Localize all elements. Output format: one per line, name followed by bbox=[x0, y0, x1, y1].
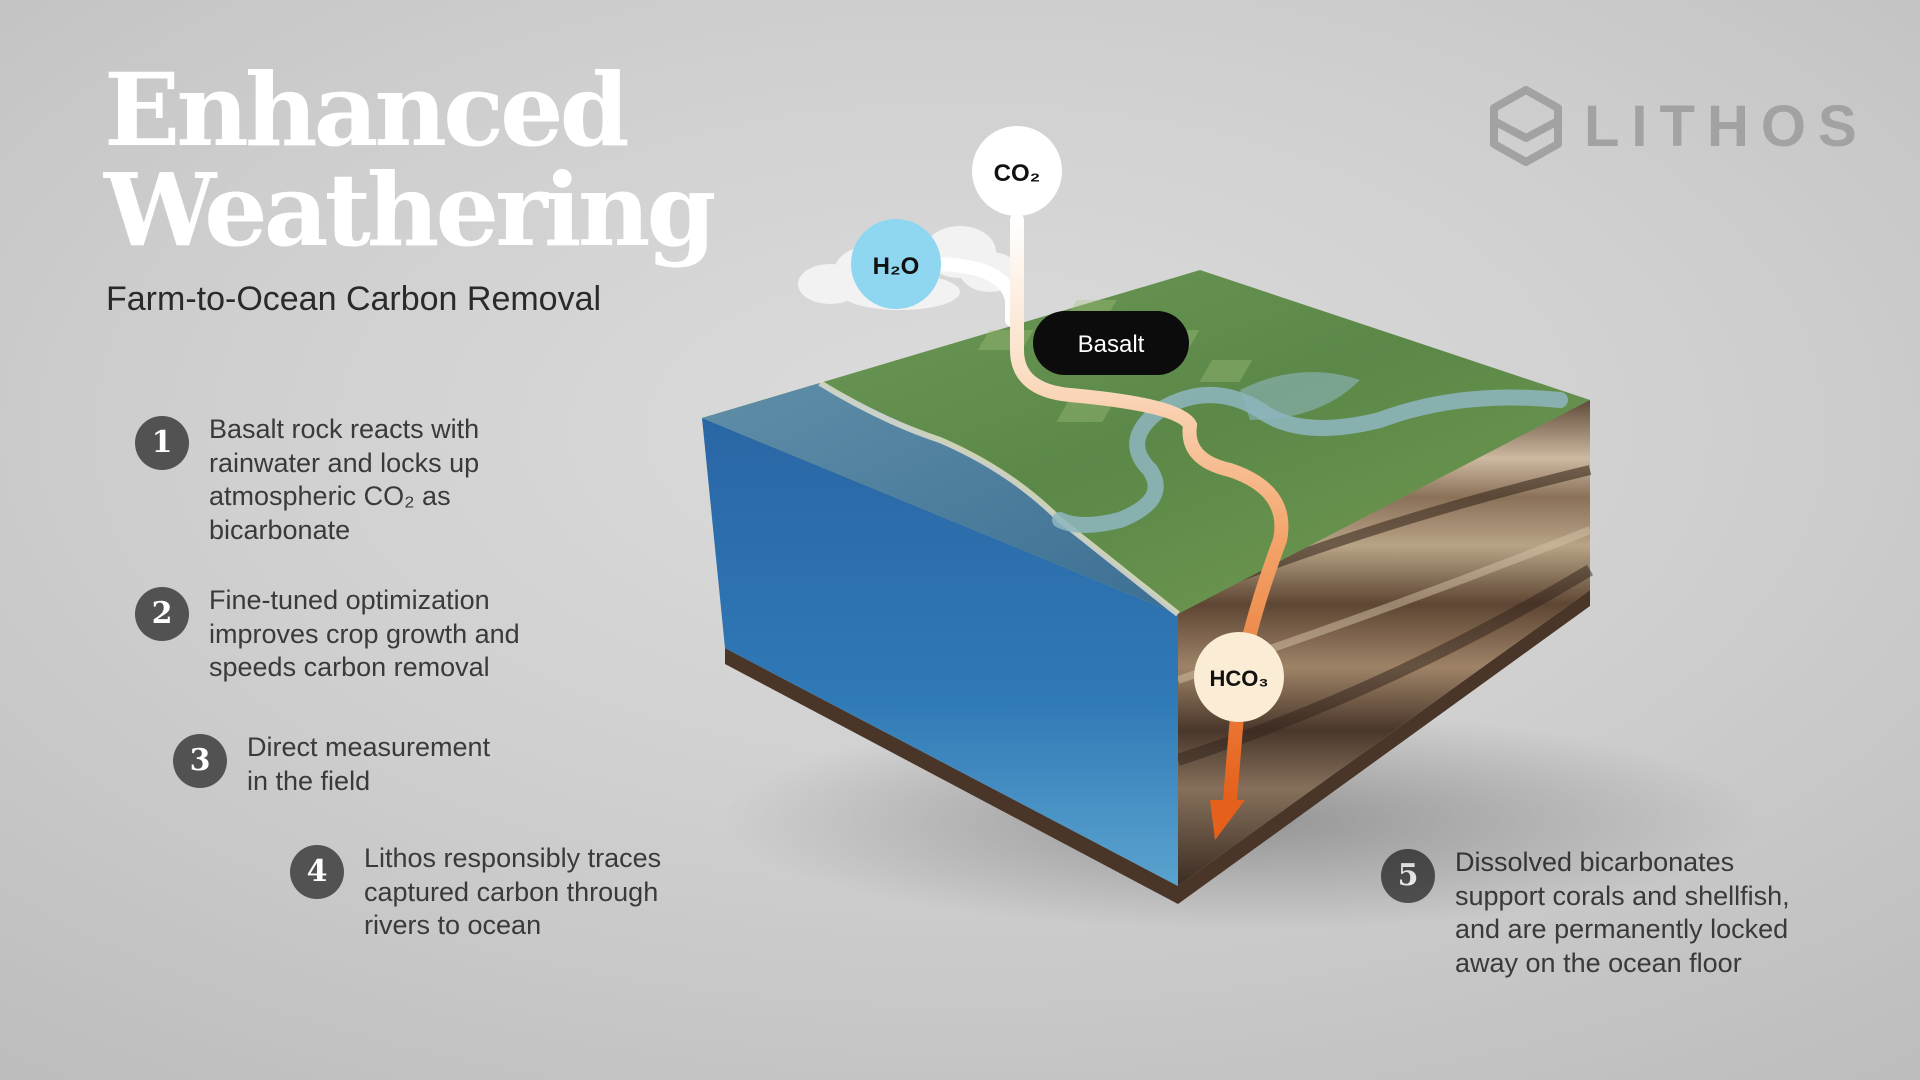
arrow-head bbox=[1210, 800, 1245, 840]
basalt-label: Basalt bbox=[1078, 331, 1145, 358]
co2-label: CO₂ bbox=[994, 160, 1041, 187]
step-2: 2 Fine-tuned optimization improves crop … bbox=[135, 584, 520, 685]
step-1: 1 Basalt rock reacts with rainwater and … bbox=[135, 413, 479, 547]
step-3-text: Direct measurement in the field bbox=[247, 732, 491, 796]
lithos-logo: LITHOS bbox=[1490, 86, 1869, 166]
step-3: 3 Direct measurement in the field bbox=[173, 731, 490, 798]
carbon-flow-arrow bbox=[1010, 213, 1289, 807]
h2o-bubble bbox=[851, 219, 941, 309]
step-4: 4 Lithos responsibly traces captured car… bbox=[290, 842, 661, 943]
block-base bbox=[725, 590, 1590, 904]
hco3-label: HCO₃ bbox=[1209, 666, 1268, 691]
step-1-text: Basalt rock reacts with rainwater and lo… bbox=[209, 414, 480, 545]
hco3-bubble bbox=[1194, 632, 1284, 722]
step-4-badge: 4 bbox=[290, 845, 344, 899]
h2o-label: H₂O bbox=[873, 253, 920, 280]
subtitle: Farm-to-Ocean Carbon Removal bbox=[106, 280, 602, 318]
step-1-badge: 1 bbox=[135, 416, 189, 470]
river-delta bbox=[1240, 372, 1360, 420]
step-2-badge: 2 bbox=[135, 587, 189, 641]
land-surface bbox=[702, 270, 1590, 614]
ocean-surface bbox=[702, 383, 1178, 614]
step-4-text: Lithos responsibly traces captured carbo… bbox=[364, 843, 662, 940]
coastline bbox=[818, 380, 1180, 617]
river bbox=[1052, 387, 1568, 533]
title-line-1: Enhanced bbox=[104, 51, 630, 169]
main-title: Enhanced Weathering bbox=[104, 51, 716, 269]
step-3-badge: 3 bbox=[173, 734, 227, 788]
title-line-2: Weathering bbox=[104, 151, 716, 269]
step-2-text: Fine-tuned optimization improves crop gr… bbox=[209, 585, 520, 682]
logo-text: LITHOS bbox=[1584, 93, 1869, 159]
hexagon-layers-icon bbox=[1490, 86, 1562, 166]
co2-bubble bbox=[972, 126, 1062, 216]
basalt-pill bbox=[1033, 311, 1189, 375]
ocean-front-face bbox=[702, 418, 1178, 886]
